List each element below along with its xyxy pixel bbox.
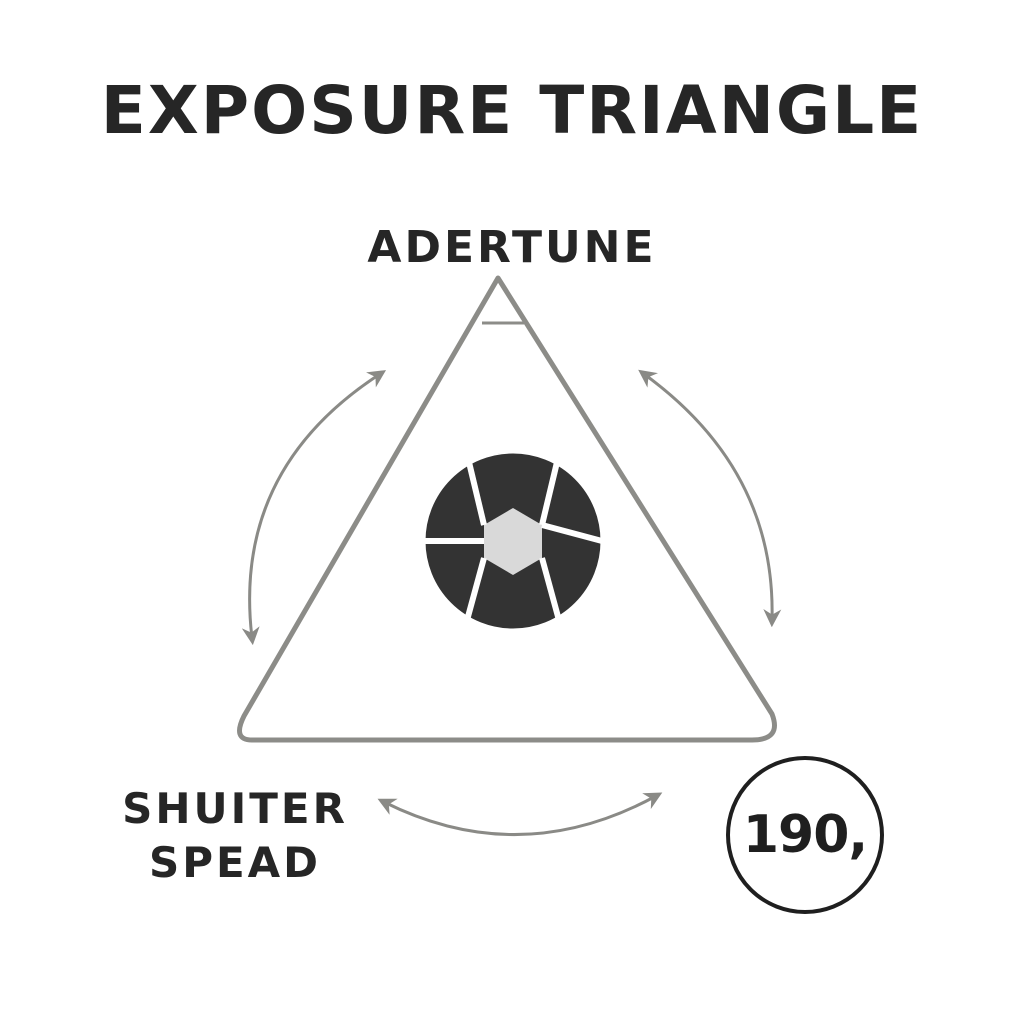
right-curved-arrow-icon bbox=[638, 369, 782, 628]
bottom-curved-arrow-icon bbox=[377, 792, 663, 836]
shutter-speed-label-line1: SHUITER bbox=[122, 784, 348, 833]
aperture-center bbox=[484, 508, 542, 575]
shutter-speed-label-line2: SPEAD bbox=[148, 838, 322, 887]
exposure-triangle-outline bbox=[237, 275, 777, 743]
exposure-triangle-inner-line bbox=[244, 284, 770, 735]
aperture-icon bbox=[424, 452, 603, 630]
iso-badge: 190, bbox=[726, 756, 884, 914]
diagram-title: EXPOSURE TRIANGLE bbox=[100, 72, 924, 149]
shutter-speed-label: SHUITER SPEAD bbox=[90, 782, 380, 890]
left-curved-arrow-icon bbox=[241, 370, 387, 646]
aperture-label: ADERTUNE bbox=[367, 222, 657, 273]
iso-badge-value: 190, bbox=[742, 805, 868, 865]
